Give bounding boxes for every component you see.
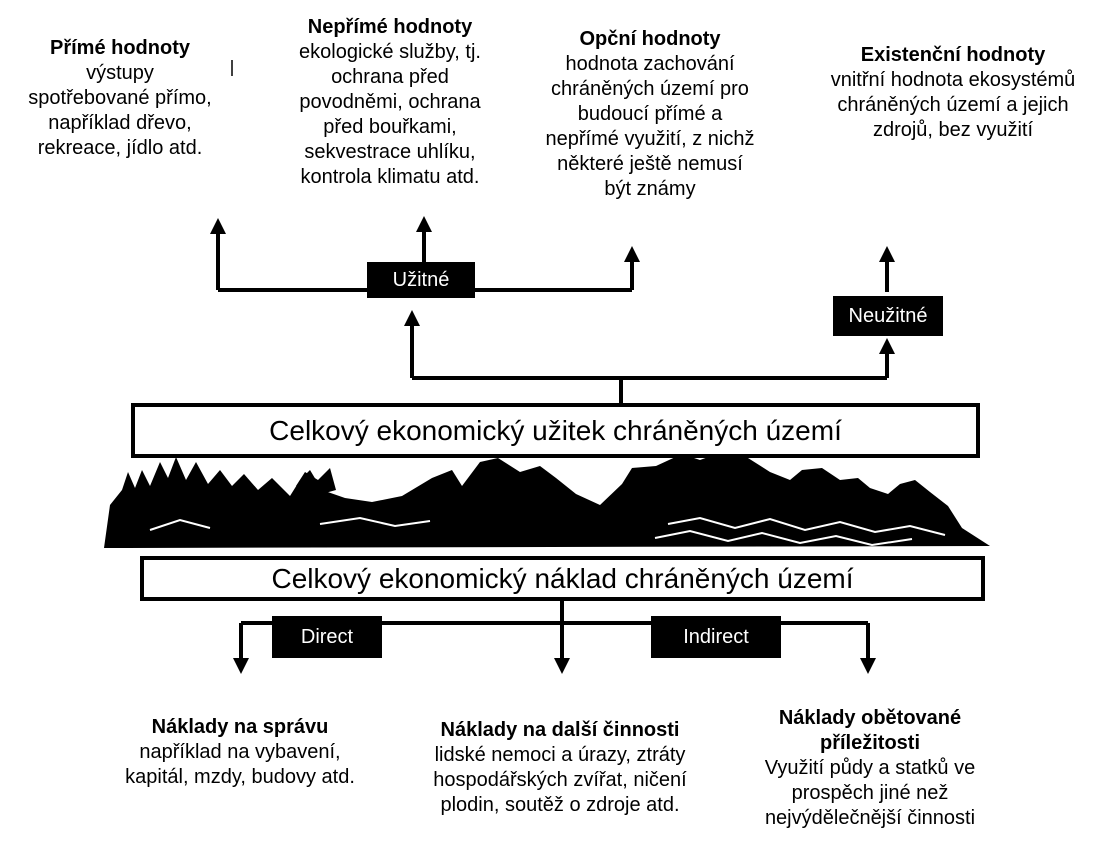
landscape-highlights (149, 516, 946, 547)
non-use-value-label: Neužitné (833, 296, 943, 336)
direct-cost-label: Direct (272, 616, 382, 658)
direct-values-desc: výstupy spotřebované přímo, například dř… (28, 62, 212, 159)
other-activity-costs-title: Náklady na další činnosti (440, 719, 680, 741)
indirect-values-title: Nepřímé hodnoty (307, 16, 473, 38)
option-values-text: Opční hodnoty hodnota zachování chráněný… (520, 27, 780, 202)
direct-values-text: Přímé hodnoty výstupy spotřebované přímo… (0, 36, 240, 161)
total-cost-box: Celkový ekonomický náklad chráněných úze… (140, 556, 985, 601)
opportunity-costs-title: Náklady obětované příležitosti (778, 707, 962, 754)
indirect-values-text: Nepřímé hodnoty ekologické služby, tj. o… (270, 15, 510, 190)
other-activity-costs-text: Náklady na další činnosti lidské nemoci … (400, 718, 720, 818)
direct-values-title: Přímé hodnoty (49, 37, 190, 59)
opportunity-costs-text: Náklady obětované příležitosti Využití p… (740, 706, 1000, 831)
existence-values-text: Existenční hodnoty vnitřní hodnota ekosy… (800, 43, 1106, 143)
benefit-trunk-connectors (404, 246, 895, 403)
management-costs-text: Náklady na správu například na vybavení,… (90, 715, 390, 790)
management-costs-desc: například na vybavení, kapitál, mzdy, bu… (125, 741, 355, 788)
other-activity-costs-desc: lidské nemoci a úrazy, ztráty hospodářsk… (433, 744, 687, 816)
existence-values-title: Existenční hodnoty (860, 44, 1046, 66)
existence-values-desc: vnitřní hodnota ekosystémů chráněných úz… (830, 69, 1076, 141)
option-values-desc: hodnota zachování chráněných území pro b… (545, 53, 755, 200)
indirect-values-desc: ekologické služby, tj. ochrana před povo… (299, 41, 481, 188)
option-values-title: Opční hodnoty (579, 28, 721, 50)
total-benefit-box: Celkový ekonomický užitek chráněných úze… (131, 403, 980, 458)
opportunity-costs-desc: Využití půdy a statků ve prospěch jiné n… (764, 757, 976, 829)
management-costs-title: Náklady na správu (151, 716, 329, 738)
indirect-cost-label: Indirect (651, 616, 781, 658)
landscape-silhouette (104, 452, 990, 548)
use-value-label: Užitné (367, 262, 475, 298)
